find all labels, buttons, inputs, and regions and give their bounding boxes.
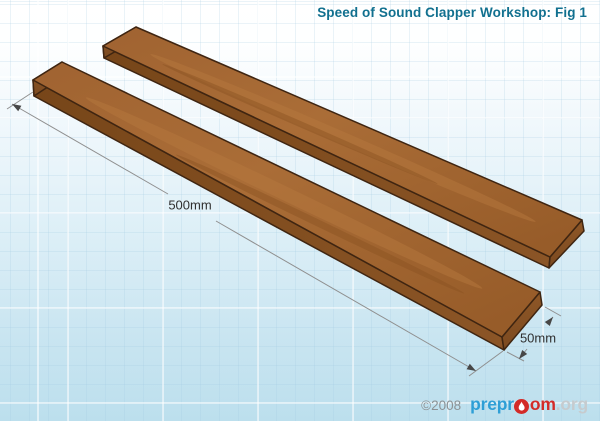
front-plank	[32, 61, 543, 351]
logo-domain-text: .org	[555, 394, 588, 414]
length-dimension-line	[11, 103, 477, 372]
back-plank	[102, 26, 585, 269]
length-dimension	[6, 91, 504, 377]
width-extension-line-near	[506, 351, 525, 362]
length-extension-line-left	[6, 91, 34, 110]
length-dimension-label: 500mm	[168, 197, 212, 213]
width-arrow-near	[519, 350, 528, 359]
logo-suffix-text: om	[529, 394, 556, 414]
width-dimension-label: 50mm	[519, 330, 557, 346]
flame-icon	[514, 398, 530, 414]
footer: ©2008 prepr om .org	[421, 394, 588, 415]
back-plank-wood-grain	[150, 54, 536, 222]
length-arrow-right	[466, 363, 476, 371]
length-extension-line-right	[468, 350, 504, 377]
length-arrow-left	[12, 104, 22, 112]
copyright-text: ©2008	[421, 398, 462, 413]
width-arrow-far	[544, 317, 553, 326]
logo-prefix-text: prepr	[470, 394, 514, 414]
width-extension-line-far	[544, 306, 562, 317]
preproom-logo: prepr om .org	[470, 394, 588, 415]
figure-title: Speed of Sound Clapper Workshop: Fig 1	[317, 5, 587, 20]
front-plank-wood-grain	[85, 97, 483, 294]
width-dimension	[506, 306, 562, 362]
